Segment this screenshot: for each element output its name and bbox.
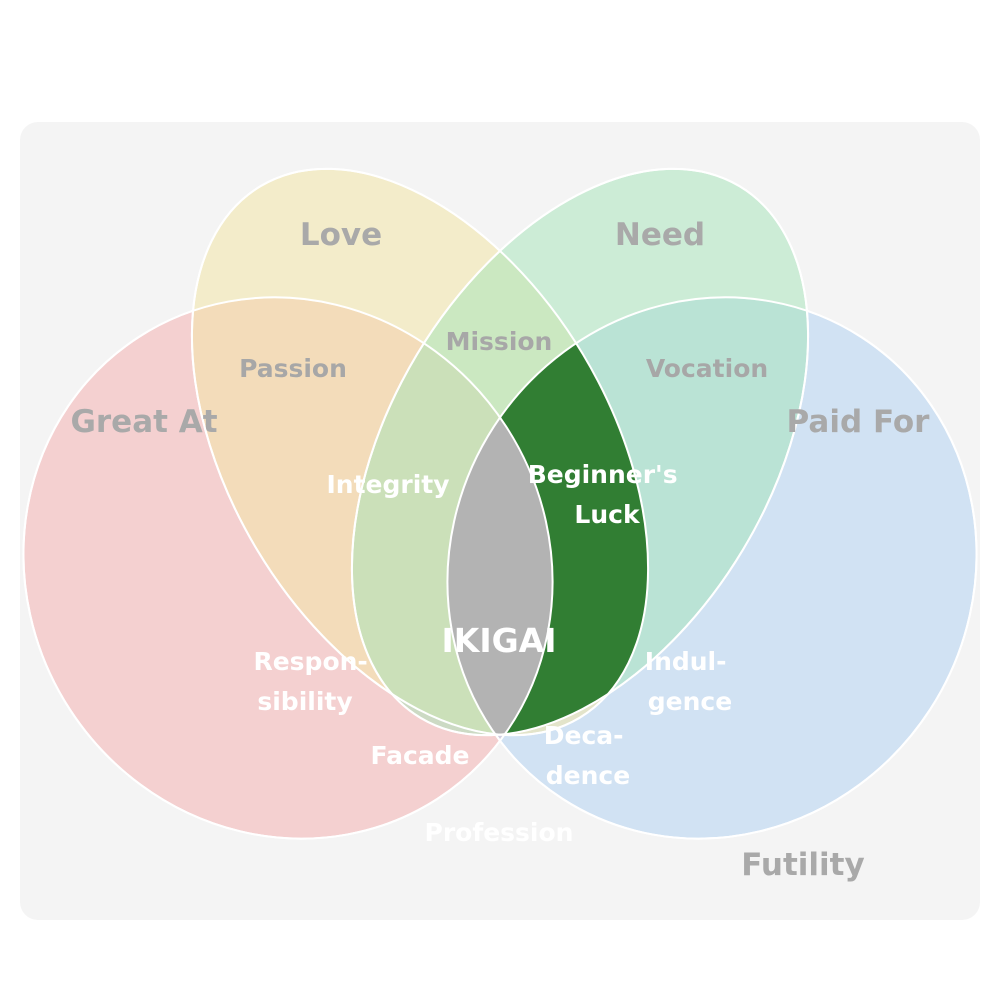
indulgence-label: Indul- gence [645,647,735,716]
great-at-label: Great At [70,404,217,440]
love-label: Love [300,217,382,253]
integrity-label: Integrity [326,470,449,499]
decadence-label: Deca- dence [544,721,633,790]
need-label: Need [615,217,705,253]
paid-for-label: Paid For [787,404,931,440]
profession-label: Profession [425,818,574,847]
set-outlines [22,167,978,840]
beginners-luck-label: Beginner's Luck [528,460,687,529]
facade-label: Facade [370,741,469,770]
passion-label: Passion [239,354,347,383]
vocation-label: Vocation [646,354,768,383]
futility-label: Futility [741,847,864,883]
responsibility-label: Respon- sibility [253,647,376,716]
ikigai-label: IKIGAI [441,621,556,660]
mission-label: Mission [446,327,553,356]
